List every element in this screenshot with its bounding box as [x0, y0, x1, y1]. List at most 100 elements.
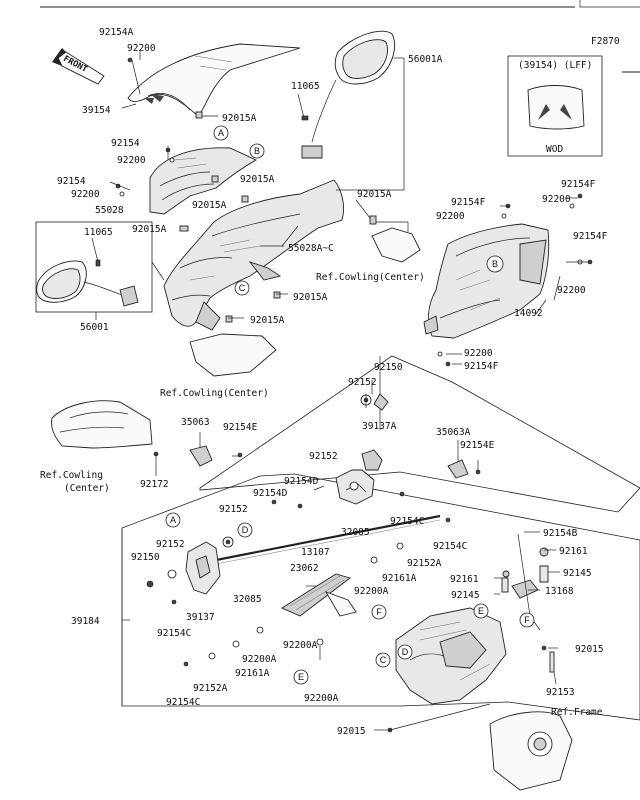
callout-label: 39137A	[362, 421, 397, 432]
callout-label: 11065	[84, 227, 113, 238]
callout-label: 32085	[233, 594, 262, 605]
callout-label: 92015A	[222, 113, 257, 124]
callout-label: Ref.Cowling	[40, 470, 103, 481]
mirror-left-part	[36, 260, 139, 307]
side-fairing-part	[423, 223, 550, 339]
callout-label: 35063	[181, 417, 210, 428]
shaft-part	[205, 514, 441, 564]
leader-lines	[121, 50, 590, 731]
ref-letter-b-top: B	[254, 146, 260, 156]
callout-label: 92152	[156, 539, 185, 550]
callout-label: 92154	[111, 138, 140, 149]
ref-cowling-upper-part	[371, 227, 421, 263]
callout-label: 92154C	[390, 516, 424, 527]
callout-label: 32085	[341, 527, 370, 538]
ref-letter-d-bracket: D	[242, 525, 249, 535]
callout-label: 92161	[559, 546, 588, 557]
callout-label: 92152	[309, 451, 338, 462]
callout-label: 92200A	[242, 654, 277, 665]
ref-letter-f-bracket: F	[376, 607, 382, 617]
variant-caption: (39154) (LFF)	[518, 60, 592, 71]
callout-label: 39154	[82, 105, 111, 116]
callout-label: 92200A	[304, 693, 339, 704]
callout-label: 92200	[557, 285, 586, 296]
ref-letter-b-fairing: B	[492, 259, 498, 269]
frame-bracket-part	[395, 607, 507, 705]
ref-letter-c-top: C	[239, 283, 246, 293]
callout-label: 92154E	[223, 422, 258, 433]
callout-label: 92015	[337, 726, 366, 737]
mirror-left-box	[35, 221, 153, 313]
cowling-assembly-part	[163, 179, 345, 331]
callout-label: 92161A	[235, 668, 270, 679]
upper-cowling-part	[149, 147, 257, 215]
callout-label: 92154D	[284, 476, 319, 487]
callout-label: 92015A	[293, 292, 328, 303]
callout-label: 56001A	[408, 54, 443, 65]
ref-letter-e-bracket: E	[298, 672, 304, 682]
callout-label: 92145	[563, 568, 592, 579]
ref-cowling-left-part	[51, 400, 153, 449]
figure-code: F2870	[591, 36, 620, 47]
callout-label: 92200A	[354, 586, 389, 597]
callout-label: 92015A	[240, 174, 275, 185]
windshield-part	[127, 43, 301, 117]
callout-label: 92154A	[99, 27, 134, 38]
callout-label: 92152A	[193, 683, 228, 694]
callout-label: 55028	[95, 205, 124, 216]
callout-label: 92015A	[357, 189, 392, 200]
ref-cowling-lower-part	[189, 333, 277, 377]
callout-label: 92154F	[464, 361, 499, 372]
bracket-39137-part	[185, 541, 221, 595]
ref-letter-a-bracket: A	[170, 515, 176, 525]
callout-label: 92200	[542, 194, 571, 205]
callout-label: 13107	[301, 547, 330, 558]
callout-label: 92015A	[132, 224, 167, 235]
callout-label: 39137	[186, 612, 215, 623]
callout-label: 13168	[545, 586, 574, 597]
callout-label: 92152	[348, 377, 377, 388]
fasteners	[109, 146, 593, 733]
variant-note: WOD	[546, 144, 563, 155]
callout-label: 55028A~C	[288, 243, 334, 254]
ref-letter-d-frame: D	[402, 647, 409, 657]
callout-label: 92154F	[573, 231, 608, 242]
callout-label: 23062	[290, 563, 319, 574]
callout-label: 92200	[71, 189, 100, 200]
callout-label: 92154	[57, 176, 86, 187]
variant-box	[507, 55, 603, 157]
variant-windshield-part	[527, 85, 585, 130]
callout-label: 92200	[127, 43, 156, 54]
callout-label: Ref.Cowling(Center)	[316, 272, 425, 283]
callout-label: 92152A	[407, 558, 442, 569]
callout-label: 92152	[219, 504, 248, 515]
callout-label: 92200	[436, 211, 465, 222]
callout-label: 92154C	[433, 541, 467, 552]
callout-label: 92015A	[192, 200, 227, 211]
callout-label: Ref.Cowling(Center)	[160, 388, 269, 399]
callout-label: 92154C	[166, 697, 200, 708]
upper-bracket-outline	[199, 355, 640, 513]
ref-letter-f-frame: F	[524, 615, 530, 625]
callout-label: 92200	[117, 155, 146, 166]
front-arrow-icon: FRONT	[52, 48, 105, 85]
bracket-39137a-part	[335, 449, 383, 505]
callout-label: 92015	[575, 644, 604, 655]
callout-label: 35063A	[436, 427, 471, 438]
footpeg-plate-part	[324, 591, 357, 617]
lower-bracket-outline	[121, 473, 640, 721]
callout-label: 92154F	[451, 197, 486, 208]
callout-label: 92154D	[253, 488, 288, 499]
callout-label: 92161	[450, 574, 479, 585]
callout-label: 92161A	[382, 573, 417, 584]
callouts: 92154A 92200 39154 92015A 92154 92200 92…	[40, 27, 608, 737]
ref-letter-a-top: A	[218, 128, 224, 138]
mirror-right-part	[301, 30, 396, 159]
ref-letter-c-frame: C	[380, 655, 387, 665]
callout-label: 11065	[291, 81, 320, 92]
corner-tab	[579, 0, 640, 8]
callout-label: 92150	[131, 552, 160, 563]
callout-label: 92145	[451, 590, 480, 601]
footpeg-23062-part	[281, 573, 351, 617]
